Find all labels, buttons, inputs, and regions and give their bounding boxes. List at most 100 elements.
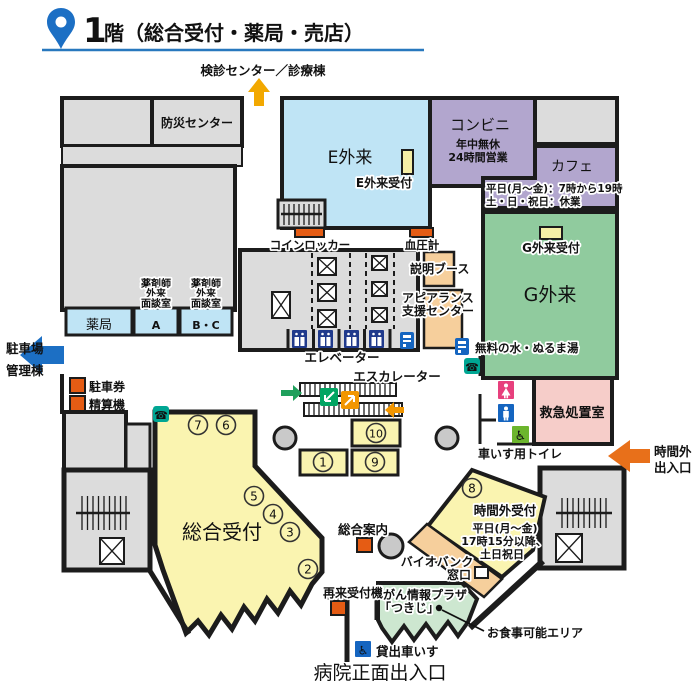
pharmacist-bc-line2: 外来 [195,287,217,300]
coin-locker-marker [294,227,325,238]
svg-text:3: 3 [286,526,294,540]
room-appearance-center [422,288,464,350]
wheelchair-rental-label: 貸出車いす [376,644,439,659]
svg-text:5: 5 [250,490,258,504]
cancer-plaza-label-2: 「つきじ」 [379,600,439,615]
wall-entrance-left [325,594,350,662]
header: 1 階（総合受付・薬局・売店） 検診センター／診療棟 [42,8,424,106]
cancer-plaza-label-1: がん情報プラザ [383,587,467,602]
vending-machine-icon [455,338,469,355]
after-hours-exit-label-2: 出入口 [654,460,692,475]
wall-bottom-right-diagonal [467,558,546,631]
stairs-e-outpatient [276,198,327,230]
pharmacy-label: 薬局 [86,318,112,333]
pay-machine-label: 精算機 [89,397,125,412]
svg-text:☎: ☎ [154,409,168,422]
elevator-shaft-recess [271,291,291,319]
convenience-hours-1: 年中無休 [456,137,501,151]
appearance-label-2: 支援センター [401,303,474,318]
elevator-car-icon [318,330,333,348]
g-reception-counter [539,226,563,240]
after-hours-reception-label: 時間外受付 [474,503,537,518]
elevator-car-icon [344,330,359,348]
room-left-column [124,422,152,476]
return-check-in-marker [330,600,347,616]
elevator-shaft-right-stairwell [555,533,583,563]
cafe-hours-1: 平日(月～金)：7時から19時 [486,182,623,195]
escalator-down-icon [341,391,359,409]
blood-pressure-label: 血圧計 [405,238,440,252]
coin-locker-label: コインロッカー [270,238,351,252]
wheelchair-toilet-label: 車いす用トイレ [478,446,562,461]
pharmacist-a-label: A [152,319,161,332]
svg-text:9: 9 [371,456,379,470]
dining-area-pointer [441,609,485,632]
elevator-label: エレベーター [304,350,379,365]
general-info-marker [356,537,373,553]
parking-label-2: 管理棟 [6,363,44,378]
after-hours-line2: 17時15分以降、 [461,534,547,548]
parking-label-1: 駐車場 [6,341,44,356]
stairs-left-stairwell [76,496,130,565]
counter-number-1: 1 [312,451,334,473]
pharmacist-a-line2: 外来 [145,287,167,300]
room-pharmacist-a [132,306,180,337]
g-outpatient-label: G外来 [524,284,577,306]
mens-toilet-icon [498,404,514,422]
stairs-right-stairwell [555,498,612,563]
pharmacist-bc-label: B・C [192,319,219,332]
counter-number-7: 7 [187,414,209,436]
svg-text:1: 1 [319,456,327,470]
cafe-label: カフェ [551,159,593,175]
counter-number-5: 5 [243,485,265,507]
svg-text:☎: ☎ [465,361,479,374]
location-pin-dot [55,16,67,28]
general-info-label: 総合案内 [338,522,388,537]
pillar [272,425,298,451]
parking-ticket-label: 駐車券 [89,379,126,394]
floor-title: 階（総合受付・薬局・売店） [104,21,364,45]
elevator-shafts-large [317,257,337,328]
svg-text:♿: ♿ [358,644,369,658]
e-reception-counter [401,149,414,175]
convenience-label: コンビニ [450,116,510,134]
room-after-hours [425,467,548,580]
pharmacist-bc-line3: 面談室 [191,297,221,310]
after-hours-line1: 平日(月～金) [472,521,537,535]
after-hours-exit-label-1: 時間外 [654,444,692,459]
disaster-center-label: 防災センター [161,115,233,130]
main-entrance-label: 病院正面出入口 [313,662,446,684]
e-reception-label: E外来受付 [356,175,412,190]
counter-number-3: 3 [279,521,301,543]
free-water-label: 無料の水・ぬるま湯 [475,341,579,355]
room-cafe [481,144,619,210]
counter-number-10: 10 [365,422,387,444]
svg-text:4: 4 [269,508,277,522]
phone-icon: ☎ [464,358,480,374]
location-pin-icon [47,8,75,49]
cafe-hours-2: 土・日・祝日：休業 [486,195,581,208]
biobank-label-2: 窓口 [447,567,471,582]
pillar [434,425,460,451]
appearance-label-1: アピアランス [402,291,474,305]
escalator-right-arrow-icon [281,385,302,401]
elevator-shafts-small [371,255,388,323]
counter-number-9: 9 [364,451,386,473]
elevator-shaft-left-stairwell [99,537,125,565]
labels: 防災センター E外来 E外来受付 コンビニ 年中無休 24時間営業 カフェ 平日… [6,115,692,684]
counter-box-10 [350,418,402,448]
escalator-group [281,382,404,418]
pharmacist-a-line1: 薬剤師 [140,277,171,290]
womens-toilet-icon [498,381,514,399]
escalator-up-icon [320,388,338,406]
vending-machine-icon [400,332,414,349]
room-left-strip [61,145,243,167]
escalator-label: エスカレーター [353,369,441,384]
after-hours-left-arrow-icon [608,440,650,472]
e-outpatient-label: E外来 [328,148,373,168]
svg-text:6: 6 [222,419,230,433]
info-booth-label: 説明ブース [410,261,469,276]
stairs-and-shafts [76,198,612,565]
up-arrow-icon [248,78,270,106]
svg-text:8: 8 [468,482,476,496]
